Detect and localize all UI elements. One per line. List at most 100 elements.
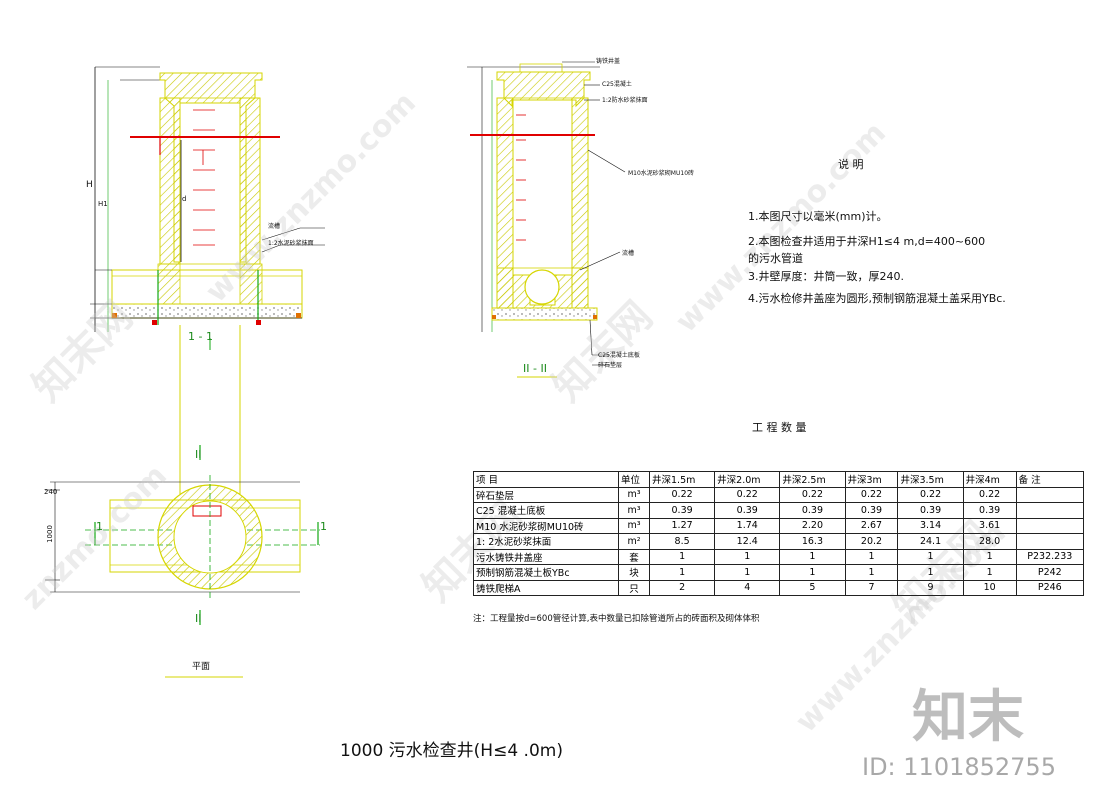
table-cell: 0.39 [962, 502, 1017, 519]
annotation: C25混凝土底板 [598, 352, 640, 359]
table-cell: 4 [714, 579, 781, 596]
table-cell: 0.39 [779, 502, 846, 519]
table-cell: 套 [618, 548, 650, 565]
table-cell: 1 [962, 548, 1017, 565]
table-header: 井深2.5m [779, 471, 846, 488]
dim-240: 240 [44, 488, 58, 496]
table-cell: 块 [618, 564, 650, 581]
table-cell [1015, 486, 1085, 503]
note-item: 的污水管道 [748, 252, 803, 265]
annotation: 流槽 [622, 250, 635, 257]
table-cell: 0.39 [897, 502, 964, 519]
table-header: 井深1.5m [648, 471, 716, 488]
table-cell: 1.27 [648, 517, 716, 534]
table-cell: 0.22 [714, 486, 781, 503]
table-header: 井深3m [844, 471, 899, 488]
table-title: 工 程 数 量 [752, 421, 807, 434]
table-header: 项 目 [473, 471, 619, 488]
table-cell: 碎石垫层 [473, 486, 619, 503]
section-2-2-label: II - II [523, 362, 547, 375]
table-cell: 0.22 [779, 486, 846, 503]
plan-view [45, 445, 320, 678]
section-mark: 1 [96, 520, 103, 533]
annotation: 流槽 [268, 223, 281, 230]
annotation: 1:2防水砂浆抹面 [602, 97, 648, 104]
dim-d: d [182, 195, 187, 203]
plan-label: 平面 [192, 662, 211, 672]
table-cell: 3.14 [897, 517, 964, 534]
table-cell: 24.1 [897, 533, 964, 550]
dim-h: H [86, 180, 93, 190]
table-header: 井深3.5m [897, 471, 964, 488]
table-cell: 2.67 [844, 517, 899, 534]
table-header: 井深2.0m [714, 471, 781, 488]
table-cell: P246 [1015, 579, 1085, 596]
table-cell: 1 [897, 548, 964, 565]
annotation: M10水泥砂浆砌MU10砖 [628, 170, 695, 177]
table-cell [1015, 533, 1085, 550]
table-cell: 10 [962, 579, 1017, 596]
table-cell: 2 [648, 579, 716, 596]
annotation: 铸铁井盖 [596, 58, 621, 65]
table-footnote: 注：工程量按d=600管径计算,表中数量已扣除管道所占的砖面积及砌体体积 [473, 614, 760, 624]
table-header: 备 注 [1015, 471, 1085, 488]
table-cell: 1 [648, 564, 716, 581]
table-cell: P232.233 [1015, 548, 1085, 565]
table-cell: 0.39 [648, 502, 716, 519]
table-cell: 0.22 [648, 486, 716, 503]
table-cell: 1 [648, 548, 716, 565]
table-cell: P242 [1015, 564, 1085, 581]
table-cell [1015, 502, 1085, 519]
table-cell: 5 [779, 579, 846, 596]
table-cell: M10 水泥砂浆砌MU10砖 [473, 517, 619, 534]
table-cell: 3.61 [962, 517, 1017, 534]
table-cell: 1 [844, 548, 899, 565]
table-cell: 1 [897, 564, 964, 581]
table-cell: 0.22 [844, 486, 899, 503]
table-cell: 只 [618, 579, 650, 596]
table-cell: m³ [618, 517, 650, 534]
table-cell: 28.0 [962, 533, 1017, 550]
table-cell: 20.2 [844, 533, 899, 550]
table-header: 井深4m [962, 471, 1017, 488]
table-cell: 1 [779, 548, 846, 565]
table-cell: 1 [714, 548, 781, 565]
section-2-2 [467, 61, 626, 378]
table-cell: m² [618, 533, 650, 550]
table-cell: 0.39 [714, 502, 781, 519]
table-cell: 12.4 [714, 533, 781, 550]
table-cell [1015, 517, 1085, 534]
table-cell: 1 [714, 564, 781, 581]
table-cell: 1: 2水泥砂浆抹面 [473, 533, 619, 550]
section-1-1 [90, 66, 325, 332]
table-cell: m³ [618, 486, 650, 503]
section-mark: II [195, 612, 202, 625]
table-cell: 16.3 [779, 533, 846, 550]
table-cell: 铸铁爬梯A [473, 579, 619, 596]
annotation: 1:2水泥砂浆抹面 [268, 240, 314, 247]
table-cell: m³ [618, 502, 650, 519]
table-cell: 9 [897, 579, 964, 596]
table-cell: 0.22 [897, 486, 964, 503]
note-item: 1.本图尺寸以毫米(mm)计。 [748, 210, 888, 223]
table-cell: 污水铸铁井盖座 [473, 548, 619, 565]
note-item: 2.本图检查井适用于井深H1≤4 m,d=400~600 [748, 235, 986, 248]
dim-1000: 1000 [45, 525, 54, 543]
table-cell: 7 [844, 579, 899, 596]
table-cell: 2.20 [779, 517, 846, 534]
annotation: C25混凝土 [602, 81, 632, 88]
note-item: 3.井壁厚度：井筒一致，厚240. [748, 270, 904, 283]
annotation: 碎石垫层 [598, 362, 623, 369]
table-cell: 1 [962, 564, 1017, 581]
table-cell: 预制钢筋混凝土板YBc [473, 564, 619, 581]
table-cell: 0.22 [962, 486, 1017, 503]
notes-title: 说 明 [838, 158, 864, 171]
